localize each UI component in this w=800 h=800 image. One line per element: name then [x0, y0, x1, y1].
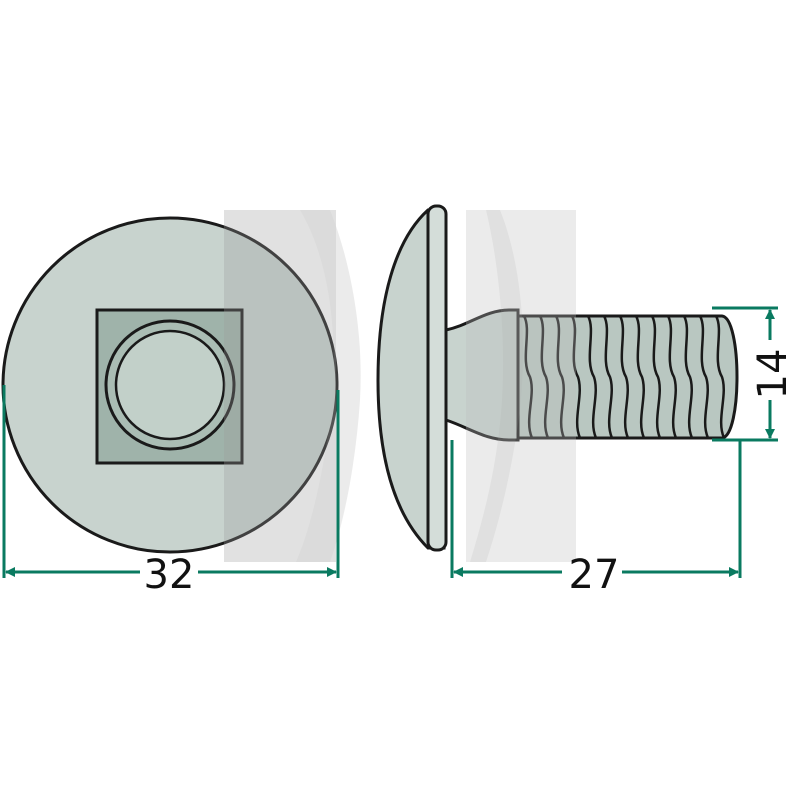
bolt-neck — [444, 308, 520, 442]
bolt-side-view — [376, 204, 739, 552]
thread-body — [516, 314, 739, 440]
logo-watermark — [224, 210, 576, 562]
thread-line — [682, 315, 694, 439]
head-front-view — [1, 216, 339, 554]
head-diameter-label: 32 — [144, 552, 195, 598]
dimension-head-diameter: 32 — [2, 385, 340, 598]
thread-line — [554, 315, 566, 439]
thread-line — [714, 315, 726, 439]
thread-lines — [522, 315, 726, 439]
thread-line — [650, 315, 662, 439]
bolt-length-label: 27 — [569, 552, 620, 598]
thread-line — [538, 315, 550, 439]
head-rim — [426, 204, 448, 552]
thread-line — [522, 315, 534, 439]
thread-line — [570, 315, 582, 439]
thread-line — [602, 315, 614, 439]
thread-line — [698, 315, 710, 439]
dimension-bolt-length: 27 — [450, 440, 742, 598]
dimension-thread-diameter: 14 — [712, 306, 796, 442]
thread-ring-inner — [114, 329, 226, 441]
thread-line — [618, 315, 630, 439]
thread-line — [666, 315, 678, 439]
thread-line — [634, 315, 646, 439]
thread-line — [586, 315, 598, 439]
thread-diameter-label: 14 — [750, 349, 796, 400]
